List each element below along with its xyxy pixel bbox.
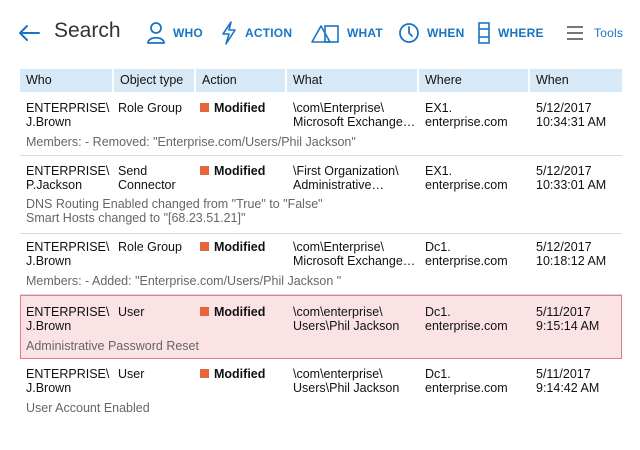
cell-who: ENTERPRISE\ J.Brown: [26, 305, 110, 333]
table-row[interactable]: ENTERPRISE\ J.Brown Role Group Modified …: [20, 235, 622, 295]
cell-object-type: Send Connector: [118, 164, 176, 192]
cell-what: \com\enterprise\ Users\Phil Jackson: [293, 367, 400, 395]
cell-when: 5/12/2017 10:33:01 AM: [536, 164, 607, 192]
column-header-where[interactable]: Where: [419, 69, 528, 92]
back-button[interactable]: [16, 18, 42, 48]
page-title: Search: [54, 19, 121, 42]
cell-what: \First Organization\ Administrative…: [293, 164, 399, 192]
where-filter-button[interactable]: WHERE: [477, 18, 544, 48]
action-text: Modified: [214, 305, 266, 319]
table-header: Who Object type Action What Where When: [20, 69, 622, 92]
cell-when: 5/11/2017 9:14:42 AM: [536, 367, 600, 395]
lightning-icon: [222, 21, 236, 45]
cell-who: ENTERPRISE\ J.Brown: [26, 240, 110, 268]
cell-what: \com\enterprise\ Users\Phil Jackson: [293, 305, 400, 333]
cell-what: \com\Enterprise\ Microsoft Exchange…: [293, 101, 416, 129]
cell-action: Modified: [196, 305, 285, 319]
row-detail: Administrative Password Reset: [26, 339, 199, 353]
shapes-icon: [311, 25, 339, 43]
where-label: WHERE: [498, 26, 544, 40]
modified-status-icon: [200, 242, 209, 251]
cell-action: Modified: [196, 101, 285, 115]
hamburger-menu-icon: [567, 26, 583, 40]
cell-when: 5/12/2017 10:34:31 AM: [536, 101, 607, 129]
when-filter-button[interactable]: WHEN: [398, 18, 464, 48]
cell-object-type: User: [118, 367, 145, 381]
server-icon: [478, 22, 490, 44]
what-label: WHAT: [347, 26, 383, 40]
action-text: Modified: [214, 367, 266, 381]
cell-object-type: Role Group: [118, 101, 182, 115]
column-header-when[interactable]: When: [530, 69, 622, 92]
action-filter-button[interactable]: ACTION: [220, 18, 292, 48]
what-filter-button[interactable]: WHAT: [310, 18, 383, 48]
when-label: WHEN: [427, 26, 465, 40]
cell-who: ENTERPRISE\ J.Brown: [26, 367, 110, 395]
cell-action: Modified: [196, 164, 285, 178]
tools-menu-button[interactable]: Tools: [566, 18, 623, 48]
column-header-what[interactable]: What: [287, 69, 417, 92]
modified-status-icon: [200, 369, 209, 378]
column-header-action[interactable]: Action: [196, 69, 285, 92]
cell-where: EX1. enterprise.com: [425, 101, 508, 129]
cell-who: ENTERPRISE\ P.Jackson: [26, 164, 110, 192]
back-arrow-icon: [19, 25, 40, 41]
cell-who: ENTERPRISE\ J.Brown: [26, 101, 110, 129]
action-text: Modified: [214, 164, 266, 178]
action-label: ACTION: [245, 26, 293, 40]
modified-status-icon: [200, 166, 209, 175]
cell-object-type: Role Group: [118, 240, 182, 254]
row-detail: User Account Enabled: [26, 401, 150, 415]
results-table: Who Object type Action What Where When E…: [20, 69, 622, 415]
cell-where: EX1. enterprise.com: [425, 164, 508, 192]
row-detail: Members: - Removed: "Enterprise.com/User…: [26, 135, 356, 149]
table-row-selected[interactable]: ENTERPRISE\ J.Brown User Modified \com\e…: [20, 295, 622, 359]
table-row[interactable]: ENTERPRISE\ J.Brown Role Group Modified …: [20, 93, 622, 156]
clock-icon: [399, 23, 419, 43]
cell-where: Dc1. enterprise.com: [425, 367, 508, 395]
table-row[interactable]: ENTERPRISE\ P.Jackson Send Connector Mod…: [20, 157, 622, 234]
row-detail: DNS Routing Enabled changed from "True" …: [26, 197, 323, 225]
cell-where: Dc1. enterprise.com: [425, 305, 508, 333]
cell-object-type: User: [118, 305, 145, 319]
cell-when: 5/11/2017 9:15:14 AM: [536, 305, 600, 333]
column-header-who[interactable]: Who: [20, 69, 112, 92]
cell-when: 5/12/2017 10:18:12 AM: [536, 240, 607, 268]
modified-status-icon: [200, 307, 209, 316]
row-detail: Members: - Added: "Enterprise.com/Users/…: [26, 274, 342, 288]
person-icon: [147, 22, 165, 44]
cell-action: Modified: [196, 367, 285, 381]
action-text: Modified: [214, 101, 266, 115]
cell-where: Dc1. enterprise.com: [425, 240, 508, 268]
column-header-object-type[interactable]: Object type: [114, 69, 194, 92]
who-filter-button[interactable]: WHO: [146, 18, 203, 48]
table-row[interactable]: ENTERPRISE\ J.Brown User Modified \com\e…: [20, 359, 622, 419]
modified-status-icon: [200, 103, 209, 112]
cell-action: Modified: [196, 240, 285, 254]
who-label: WHO: [173, 26, 203, 40]
toolbar: Search WHO ACTION WHAT WHEN: [0, 0, 640, 66]
action-text: Modified: [214, 240, 266, 254]
tools-label: Tools: [594, 26, 624, 40]
cell-what: \com\Enterprise\ Microsoft Exchange…: [293, 240, 416, 268]
